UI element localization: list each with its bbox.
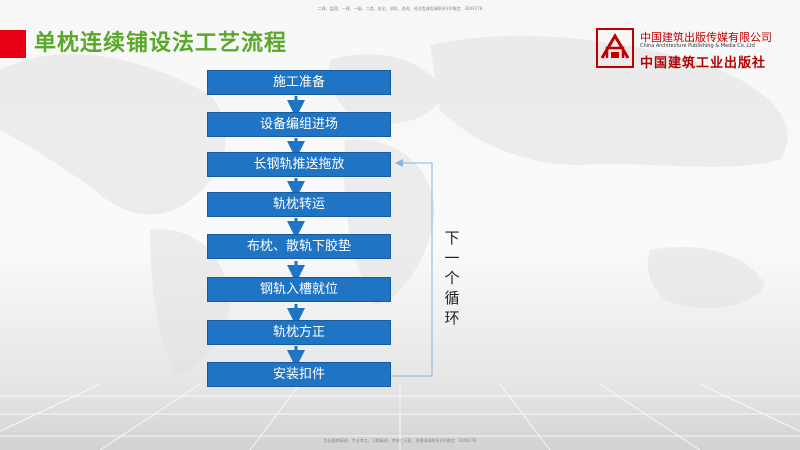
top-watermark-note: 二建、监理、一建、一级、二造、安全、消防、咨询、经济类课程请联系VX/微信：30… (317, 6, 483, 11)
next-cycle-char: 个 (444, 269, 460, 287)
slide-title: 单枕连续铺设法工艺流程 (34, 31, 288, 56)
publisher-block: 中国建筑出版传媒有限公司 China Architecture Publishi… (596, 26, 792, 72)
flow-step-6: 钢轨入槽就位 (207, 277, 391, 302)
bottom-watermark-note: 包括题库精讲、专业考点、习题精讲，考前三天班、直播课请联系VX/微信：30491… (323, 438, 477, 443)
flow-step-7: 轨枕方正 (207, 320, 391, 345)
publisher-name-cn: 中国建筑出版传媒有限公司 (640, 31, 772, 44)
publisher-logo-icon (596, 28, 634, 68)
flow-step-5: 布枕、散轨下胶垫 (207, 234, 391, 259)
next-cycle-label: 下 一 个 循 环 (441, 228, 463, 328)
flow-step-1: 施工准备 (207, 70, 391, 95)
flow-step-3: 长钢轨推送拖放 (207, 152, 391, 177)
flow-step-4: 轨枕转运 (207, 192, 391, 217)
next-cycle-char: 一 (444, 249, 460, 267)
title-accent-bar (0, 30, 26, 58)
floor-grid (0, 384, 800, 450)
publisher-brand-cn: 中国建筑工业出版社 (640, 56, 767, 71)
flow-step-8: 安装扣件 (207, 362, 391, 387)
next-cycle-char: 循 (444, 289, 460, 307)
next-cycle-char: 环 (444, 309, 460, 327)
flow-step-2: 设备编组进场 (207, 112, 391, 137)
next-cycle-char: 下 (444, 229, 460, 247)
publisher-name-en: China Architecture Publishing & Media Co… (640, 43, 755, 49)
